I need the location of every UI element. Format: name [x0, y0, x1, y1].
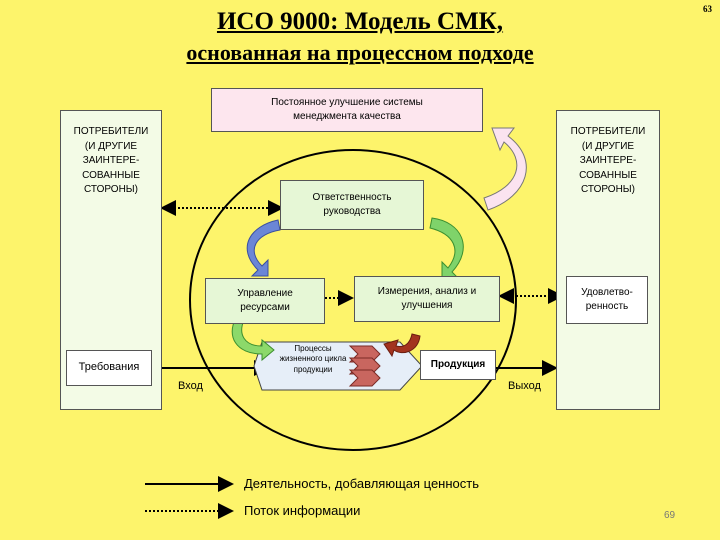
chevron-stack-icon: [348, 345, 381, 387]
lifecycle-label: Процессы жизненного цикла продукции: [279, 344, 347, 374]
curved-arrow-pink-icon: [483, 127, 527, 211]
curved-arrow-green-icon: [429, 217, 464, 279]
satisfaction-box: Удовлетво-ренность: [566, 276, 648, 324]
curved-arrow-brown-icon: [383, 333, 421, 358]
slide-title: ИСО 9000: Модель СМК,: [216, 8, 504, 35]
output-label: Выход: [508, 380, 541, 392]
consumers-right-label: ПОТРЕБИТЕЛИ (И ДРУГИЕ ЗАИНТЕРЕ-СОВАННЫЕ …: [570, 126, 646, 195]
consumers-right-box: ПОТРЕБИТЕЛИ (И ДРУГИЕ ЗАИНТЕРЕ-СОВАННЫЕ …: [556, 110, 660, 410]
slide-subtitle: основанная на процессном подходе: [186, 40, 534, 65]
measurement-box: Измерения, анализ и улучшения: [354, 276, 500, 322]
curved-arrow-green-left-icon: [231, 317, 275, 362]
legend-value-activity: Деятельность, добавляющая ценность: [244, 476, 479, 491]
consumers-left-label: ПОТРЕБИТЕЛИ (И ДРУГИЕ ЗАИНТЕРЕ-СОВАННЫЕ …: [73, 126, 149, 195]
curved-arrow-blue-icon: [246, 219, 281, 277]
legend-info-flow: Поток информации: [244, 503, 361, 518]
input-label: Вход: [178, 380, 203, 392]
requirements-box: Требования: [66, 350, 152, 386]
improvement-box: Постоянное улучшение системы менеджмента…: [211, 88, 483, 132]
resources-box: Управление ресурсами: [205, 278, 325, 324]
page-number: 63: [703, 4, 712, 14]
product-box: Продукция: [420, 350, 496, 380]
footer-number: 69: [664, 510, 676, 521]
responsibility-box: Ответственность руководства: [280, 180, 424, 230]
